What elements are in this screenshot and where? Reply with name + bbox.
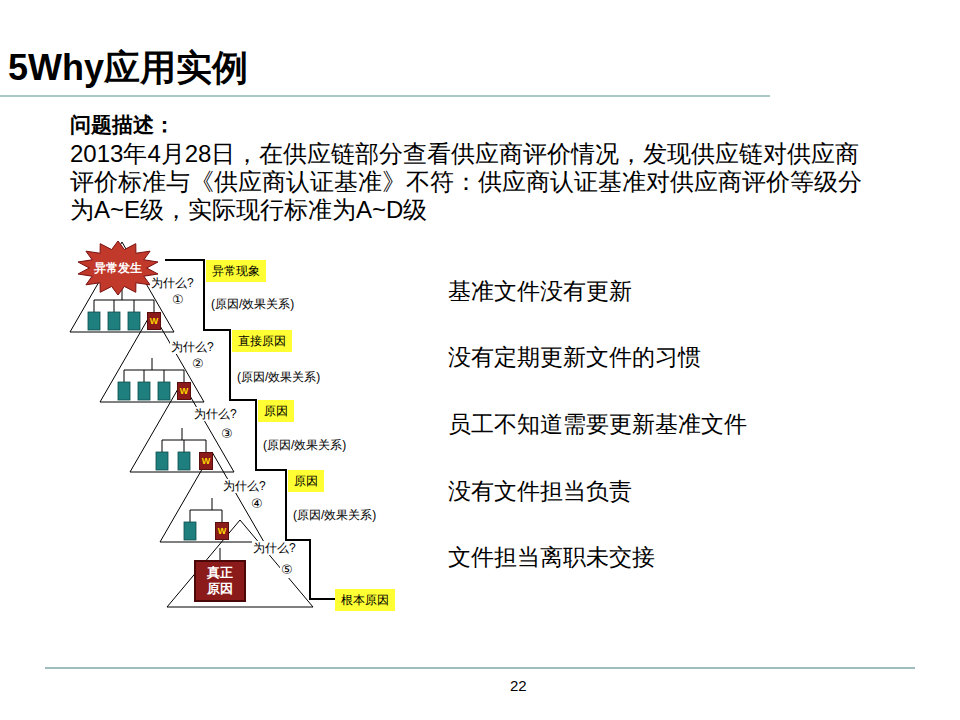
node-text: 异常现象 [212, 264, 260, 278]
footer-rule [45, 667, 915, 669]
node-text: 异常发生 [94, 260, 142, 277]
teal-block [178, 452, 190, 470]
staircase-line [165, 260, 335, 599]
tree-line [184, 370, 185, 382]
tree-line [124, 370, 125, 382]
node-text: 真正原因 [206, 565, 234, 596]
triangle [160, 452, 264, 542]
tree-line [114, 300, 115, 312]
node-text: W [180, 386, 189, 396]
triangle [100, 312, 204, 402]
title-rule [0, 95, 770, 97]
teal-block [156, 452, 168, 470]
triangle [130, 382, 234, 472]
cause-text: 没有定期更新文件的习惯 [448, 344, 701, 372]
relation-label: (原因/效果关系) [292, 508, 377, 522]
problem-text: 2013年4月28日，在供应链部分查看供应商评价情况，发现供应链对供应商评价标准… [70, 140, 870, 224]
node-text: 原因 [294, 474, 318, 488]
why-label: 为什么? [150, 276, 195, 290]
tree-line [164, 370, 165, 382]
why-label: 为什么? [170, 340, 215, 354]
node-text: 直接原因 [238, 334, 286, 348]
starburst-outline [78, 241, 158, 295]
why-label: 为什么? [222, 479, 267, 493]
root-cause-box: 真正原因 [194, 560, 246, 602]
tree-line [212, 498, 213, 510]
section-heading: 问题描述： [70, 112, 175, 137]
triangles [70, 242, 313, 607]
tree-line [154, 300, 155, 312]
page-number: 22 [510, 677, 527, 695]
node-text: W [150, 316, 159, 326]
w-box: W [147, 312, 161, 330]
tree-line [222, 510, 223, 522]
node-text: 原因 [264, 404, 288, 418]
triangle [167, 520, 313, 607]
tree-line [162, 440, 163, 452]
yellow-tag: 直接原因 [232, 330, 292, 352]
yellow-tag: 根本原因 [335, 589, 395, 611]
yellow-tag: 原因 [258, 400, 294, 422]
tree-line [124, 370, 184, 371]
teal-block [108, 312, 120, 330]
tree-line [94, 300, 95, 312]
teal-block [138, 382, 150, 400]
tree-line [144, 370, 145, 382]
relation-label: (原因/效果关系) [262, 438, 347, 452]
tree-line [190, 510, 191, 522]
yellow-tag: 原因 [288, 470, 324, 492]
node-text: W [218, 526, 227, 536]
tree [118, 358, 184, 400]
callout-number: ② [191, 356, 205, 372]
node-text: 根本原因 [341, 593, 389, 607]
node-text: W [202, 456, 211, 466]
teal-block [158, 382, 170, 400]
tree-line [190, 510, 222, 511]
callout-number: ① [171, 292, 185, 308]
slide-title: 5Why应用实例 [8, 46, 248, 89]
w-box: W [177, 382, 191, 400]
tree-line [206, 440, 207, 452]
tree [88, 288, 154, 330]
relation-label: (原因/效果关系) [210, 297, 295, 311]
teal-block [88, 312, 100, 330]
teal-block [184, 522, 196, 540]
cause-text: 没有文件担当负责 [448, 478, 632, 506]
cause-text: 文件担当离职未交接 [448, 544, 655, 572]
teal-block [128, 312, 140, 330]
tree-line [134, 300, 135, 312]
why-label: 为什么? [252, 541, 297, 555]
tree-line [94, 300, 154, 301]
w-box: W [215, 522, 229, 540]
w-box: W [199, 452, 213, 470]
tree-line [152, 358, 153, 370]
yellow-tag: 异常现象 [206, 260, 266, 282]
relation-label: (原因/效果关系) [236, 370, 321, 384]
teal-block [118, 382, 130, 400]
cause-text: 基准文件没有更新 [448, 278, 632, 306]
callout-number: ④ [250, 496, 264, 512]
cause-text: 员工不知道需要更新基准文件 [448, 411, 747, 439]
tree-line [220, 548, 221, 560]
why-label: 为什么? [193, 407, 238, 421]
starburst: 异常发生 [76, 240, 160, 296]
tree-line [184, 440, 185, 452]
tree-line [182, 428, 183, 440]
callout-number: ⑤ [280, 562, 294, 578]
callout-number: ③ [220, 426, 234, 442]
